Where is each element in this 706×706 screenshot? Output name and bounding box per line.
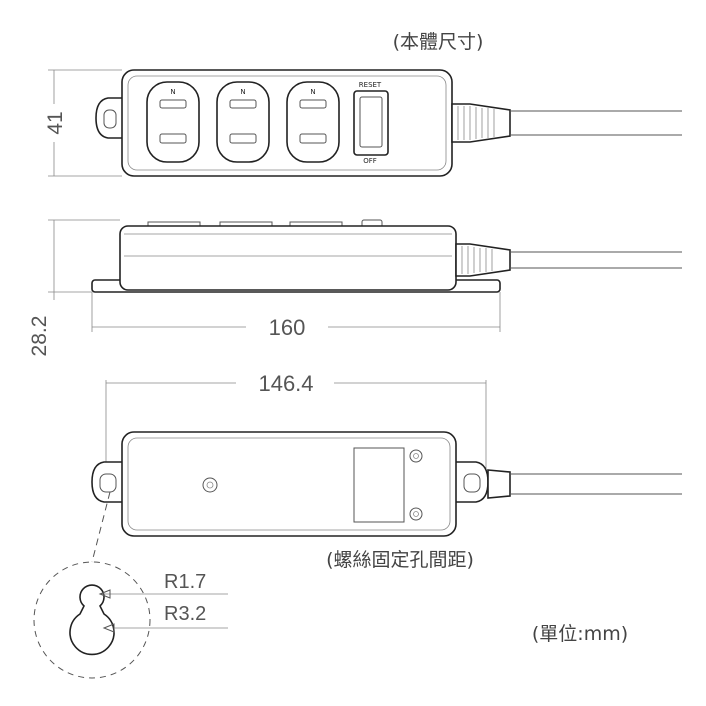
depth-dimension: 28.2 xyxy=(28,316,51,357)
length-dimension: 160 xyxy=(269,315,306,340)
outlet-mark: N xyxy=(170,88,175,96)
keyhole-detail: R1.7 R3.2 xyxy=(33,491,228,679)
outlet-mark: N xyxy=(240,88,245,96)
label-area xyxy=(353,447,405,523)
side-view: 28.2 160 xyxy=(28,219,682,357)
hang-tab xyxy=(95,97,122,139)
outlet-2: N xyxy=(216,81,270,163)
radius-large-label: R3.2 xyxy=(164,603,206,625)
outlet-1: N xyxy=(146,81,200,163)
keyhole-right xyxy=(463,473,481,493)
height-dimension: 41 xyxy=(44,111,67,134)
bottom-view: 146.4 (螺絲固定孔間距) xyxy=(91,371,682,571)
radius-small-label: R1.7 xyxy=(164,571,206,593)
body-size-label: (本體尺寸) xyxy=(393,31,484,53)
power-strip-side xyxy=(119,225,457,291)
power-strip-bottom xyxy=(121,431,457,537)
detail-circle xyxy=(33,561,151,679)
screw-spacing-label: (螺絲固定孔間距) xyxy=(326,549,474,571)
outlet-mark: N xyxy=(310,88,315,96)
reset-switch: RESET OFF xyxy=(353,81,389,165)
keyhole-shape xyxy=(69,584,115,656)
top-view: N N N RESET OFF xyxy=(44,69,682,177)
cord-strain-relief xyxy=(451,103,511,143)
units-label: (單位:mm) xyxy=(532,623,628,645)
outlet-3: N xyxy=(286,81,340,163)
off-label: OFF xyxy=(363,157,377,165)
keyhole-left xyxy=(99,473,117,493)
hole-spacing-dimension: 146.4 xyxy=(258,371,313,396)
reset-label: RESET xyxy=(359,81,382,89)
hang-slot xyxy=(103,109,117,129)
